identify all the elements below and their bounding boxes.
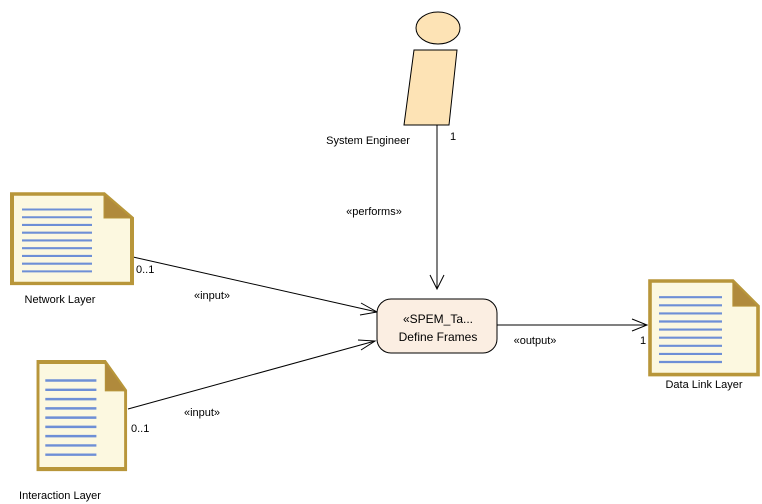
data-link-layer-multiplicity: 1 [640,335,646,347]
role-definition-icon [403,11,461,126]
performs-stereotype: «performs» [346,206,402,218]
work-product-document-icon [10,192,134,286]
network-layer-label: Network Layer [25,294,96,306]
input-arrowhead-interaction [357,339,377,351]
performs-arrowhead [429,274,445,291]
task-stereotype: «SPEM_Ta... [403,312,473,326]
output-arrowhead [631,318,649,332]
work-product-network-layer[interactable]: Network Layer 0..1 [10,192,154,306]
interaction-layer-label: Interaction Layer [19,490,101,502]
data-link-layer-label: Data Link Layer [665,379,742,391]
task-name: Define Frames [399,330,478,344]
task-define-frames[interactable]: «SPEM_Ta... Define Frames [376,298,498,354]
input-stereotype-network: «input» [194,290,230,302]
connections [127,125,649,410]
input-stereotype-interaction: «input» [184,407,220,419]
work-product-document-icon [38,362,126,469]
input-connector-interaction[interactable] [127,340,376,410]
input-connector-network[interactable] [132,256,378,313]
task-definition-shape [376,298,498,354]
work-product-data-link-layer[interactable]: Data Link Layer 1 [640,279,760,391]
work-product-interaction-layer[interactable]: Interaction Layer 0..1 [19,362,149,502]
network-layer-multiplicity: 0..1 [136,264,154,276]
actor-system-engineer[interactable]: System Engineer 1 [326,11,461,147]
work-product-document-icon [648,279,760,377]
interaction-layer-multiplicity: 0..1 [131,423,149,435]
actor-multiplicity: 1 [450,131,456,143]
actor-label: System Engineer [326,135,410,147]
output-stereotype: «output» [514,335,557,347]
